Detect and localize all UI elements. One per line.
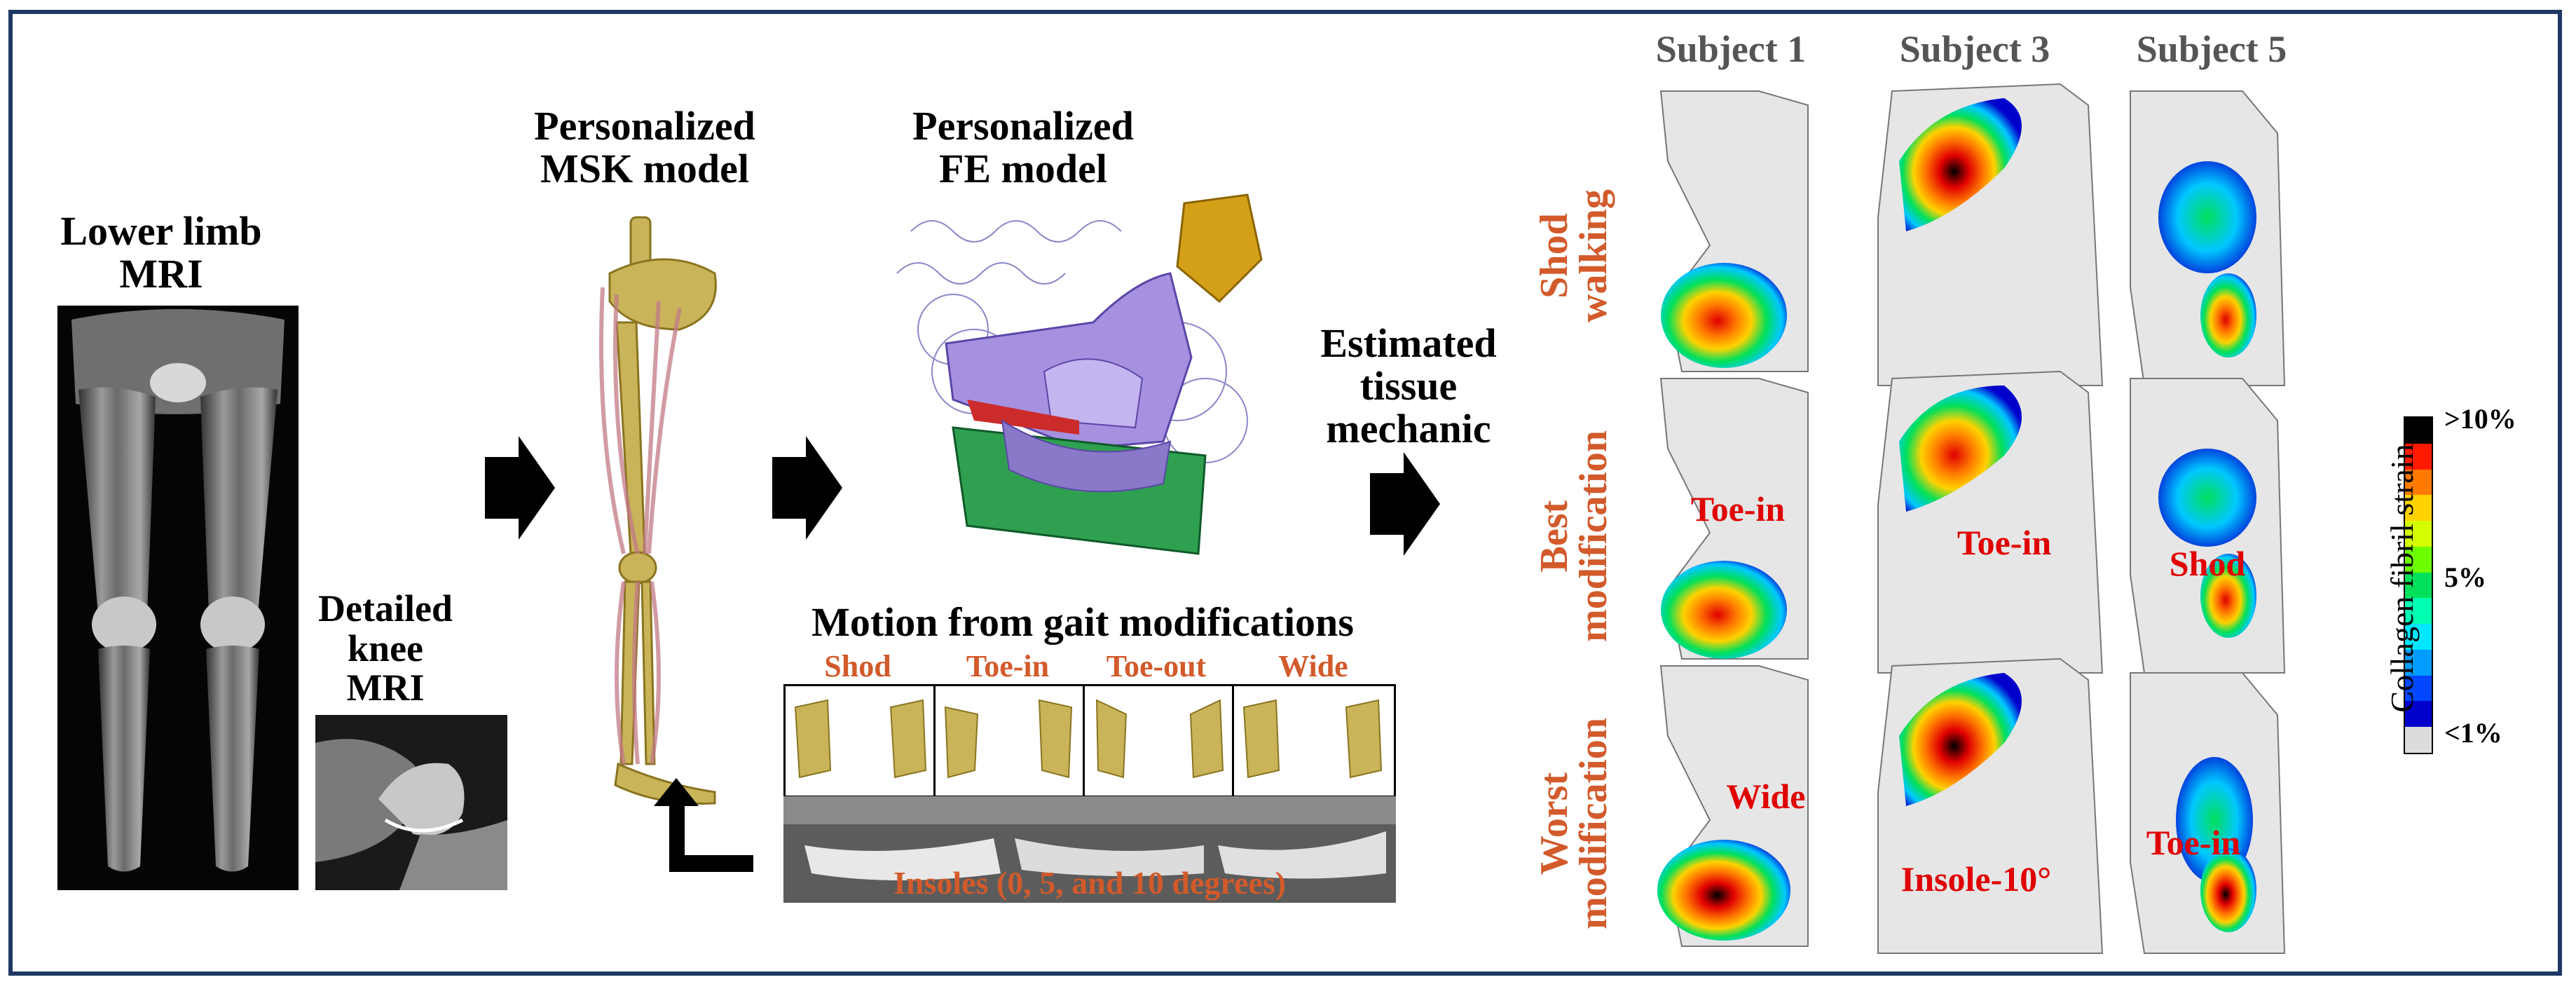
- row-label-shod-line1: Shod: [1533, 213, 1576, 299]
- lower-limb-title: Lower limb MRI: [42, 210, 280, 296]
- row-label-shod-line2: walking: [1572, 189, 1615, 322]
- colorbar-segment: [2405, 443, 2432, 470]
- best-annotation-subject-1: Toe-in: [1690, 489, 1786, 528]
- lower-limb-title-line1: Lower limb: [60, 208, 262, 254]
- colorbar: [2404, 416, 2433, 754]
- colorbar-tick-min: <1%: [2444, 717, 2502, 749]
- worst-annotation-subject-5: Toe-in: [2146, 823, 2241, 862]
- arrow-right-3-icon: [1370, 452, 1440, 556]
- colorbar-segment: [2405, 521, 2432, 547]
- fe-title: Personalized FE model: [883, 103, 1163, 191]
- fe-title-line2: FE model: [938, 145, 1108, 191]
- arrow-right-1-icon: [485, 436, 555, 540]
- fe-title-line1: Personalized: [912, 103, 1134, 149]
- foot-skeletons-figure: [794, 699, 1383, 779]
- subject-1-header: Subject 1: [1655, 28, 1807, 70]
- results-grid: [1657, 83, 2286, 954]
- colorbar-segment: [2405, 675, 2432, 702]
- feedback-arrow-icon: [654, 778, 753, 872]
- estimated-title-line1: Estimated: [1320, 320, 1497, 366]
- knee-mri-image: [315, 715, 507, 890]
- colorbar-segment: [2405, 469, 2432, 496]
- best-annotation-subject-3: Toe-in: [1957, 523, 2052, 562]
- row-label-best-line2: modification: [1572, 430, 1615, 642]
- colorbar-segment: [2405, 598, 2432, 625]
- colorbar-segment: [2405, 701, 2432, 728]
- row-label-worst: Worst modification: [1533, 690, 1626, 957]
- motion-label-toe-in: Toe-in: [966, 649, 1050, 683]
- worst-annotation-subject-1: Wide: [1726, 777, 1806, 816]
- motion-panel: [783, 684, 1396, 798]
- colorbar-title: Collagen fibril strain: [2384, 444, 2420, 713]
- motion-label-toe-out: Toe-out: [1106, 649, 1207, 683]
- estimated-title: Estimated tissue mechanic: [1289, 322, 1528, 451]
- lower-limb-title-line2: MRI: [119, 250, 203, 296]
- knee-title-line2: knee: [348, 627, 423, 669]
- motion-label-shod: Shod: [824, 649, 891, 683]
- colorbar-segment: [2405, 572, 2432, 599]
- msk-model-figure: [599, 216, 717, 805]
- colorbar-segment: [2405, 649, 2432, 676]
- msk-title-line1: Personalized: [534, 103, 755, 149]
- row-label-best: Best modification: [1533, 403, 1626, 669]
- colorbar-tick-max: >10%: [2444, 403, 2516, 435]
- knee-title-line1: Detailed: [318, 587, 453, 629]
- motion-title: Motion from gait modifications: [811, 599, 1354, 645]
- row-label-best-line1: Best: [1533, 500, 1576, 573]
- subject-5-header: Subject 5: [2136, 28, 2287, 70]
- msk-title: Personalized MSK model: [505, 103, 785, 191]
- knee-title: Detailed knee MRI: [308, 589, 463, 708]
- motion-label-wide: Wide: [1278, 649, 1348, 683]
- worst-annotation-subject-3: Insole-10°: [1900, 859, 2052, 899]
- insoles-label: Insoles (0, 5, and 10 degrees): [893, 865, 1287, 901]
- insoles-photo: [783, 796, 1396, 903]
- estimated-title-line3: mechanic: [1326, 405, 1491, 451]
- best-annotation-subject-5: Shod: [2169, 544, 2246, 583]
- motion-divider-3: [1232, 686, 1234, 796]
- arrow-right-2-icon: [772, 436, 842, 540]
- row-label-worst-line1: Worst: [1533, 772, 1576, 875]
- motion-divider-2: [1083, 686, 1085, 796]
- colorbar-segment: [2405, 727, 2432, 753]
- colorbar-tick-mid: 5%: [2444, 561, 2486, 593]
- lower-limb-mri-image: [57, 306, 299, 890]
- fe-model-figure: [896, 193, 1263, 555]
- colorbar-segment: [2405, 418, 2432, 444]
- colorbar-segment: [2405, 624, 2432, 650]
- subject-3-header: Subject 3: [1899, 28, 2050, 70]
- msk-title-line2: MSK model: [540, 145, 750, 191]
- estimated-title-line2: tissue: [1359, 362, 1458, 409]
- row-label-shod: Shod walking: [1533, 123, 1626, 389]
- knee-title-line3: MRI: [346, 667, 425, 709]
- motion-divider-1: [933, 686, 936, 796]
- colorbar-segment: [2405, 546, 2432, 573]
- colorbar-segment: [2405, 495, 2432, 521]
- colorbar-stack: [2405, 418, 2432, 753]
- row-label-worst-line2: modification: [1572, 718, 1615, 929]
